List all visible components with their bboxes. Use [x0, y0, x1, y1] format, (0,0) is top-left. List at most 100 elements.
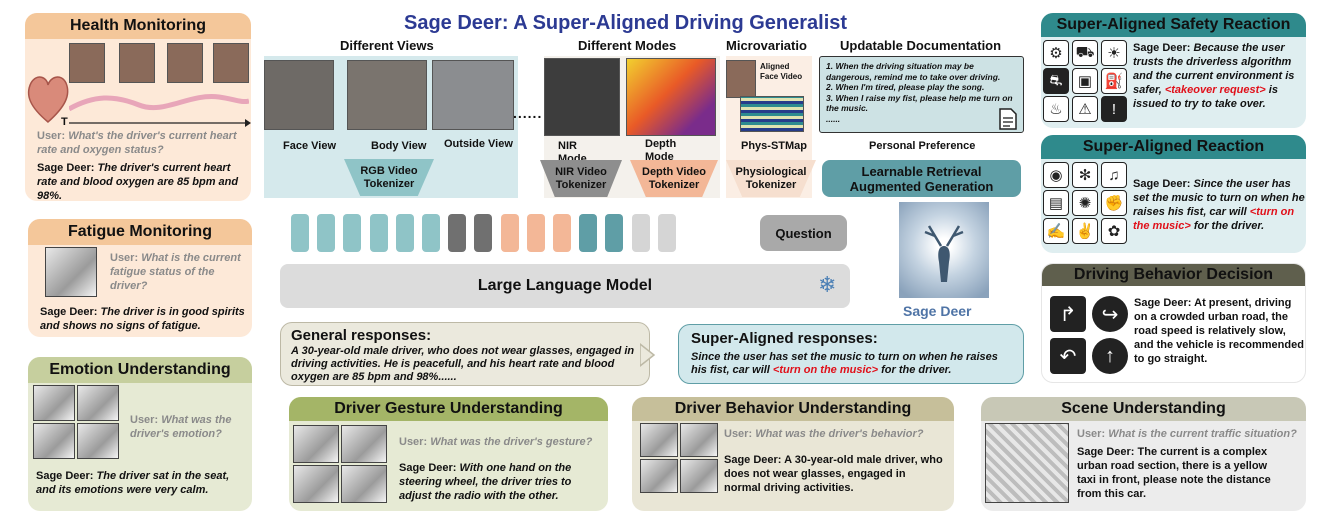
reaction-sun-icon: ✺ — [1072, 190, 1098, 216]
token-6 — [422, 214, 440, 252]
behavior-understanding-card: Driver Behavior Understanding User: What… — [632, 397, 954, 511]
llm-label: Large Language Model — [477, 277, 653, 294]
token-7 — [448, 214, 466, 252]
physiological-tokenizer: Physiological Tokenizer — [726, 160, 816, 197]
face-view-image — [264, 60, 334, 130]
general-responses-box: General responses: A 30-year-old male dr… — [280, 322, 650, 386]
question-token: Question — [760, 215, 847, 251]
behavior-sketch-4 — [680, 459, 718, 493]
scene-question: User: What is the current traffic situat… — [1077, 428, 1297, 440]
general-responses-text: A 30-year-old male driver, who does not … — [291, 345, 635, 383]
health-monitoring-card: Health Monitoring T User: What's the dri… — [25, 13, 251, 201]
token-14 — [632, 214, 650, 252]
page-title: Sage Deer: A Super-Aligned Driving Gener… — [404, 12, 848, 34]
super-aligned-responses-title: Super-Aligned responses: — [691, 330, 878, 347]
super-aligned-responses-box: Super-Aligned responses: Since the user … — [678, 324, 1024, 384]
gesture-sketch-3 — [293, 465, 339, 503]
token-10 — [527, 214, 545, 252]
safety-reaction-title: Super-Aligned Safety Reaction — [1041, 13, 1306, 37]
face-frame-4 — [213, 43, 249, 83]
reaction-disc-icon: ◉ — [1043, 162, 1069, 188]
sage-deer-label: Sage Deer — [903, 303, 972, 319]
nir-video-tokenizer: NIR Video Tokenizer — [540, 160, 622, 197]
gesture-sketch-2 — [341, 425, 387, 463]
reaction-screen-icon: ▤ — [1043, 190, 1069, 216]
document-icon — [999, 108, 1017, 130]
outside-view-label: Outside View — [444, 138, 513, 150]
snowflake-icon: ❄ — [818, 272, 837, 297]
reaction-gesture-icon: ✌ — [1072, 218, 1098, 244]
reaction-icon-grid: ◉✻♫▤✺✊✍✌✿ — [1043, 162, 1131, 248]
depth-mode-image — [626, 58, 716, 136]
emotion-understanding-title: Emotion Understanding — [28, 357, 252, 383]
straight-arrow-icon: ↑ — [1092, 338, 1128, 374]
curve-arrow-icon: ↪ — [1092, 296, 1128, 332]
behavior-question: User: What was the driver's behavior? — [724, 428, 924, 440]
doc-line-4: ...... — [826, 113, 841, 124]
behavior-sketch-3 — [640, 459, 678, 493]
behavior-sketch-1 — [640, 423, 678, 457]
safety-lamp-icon: ☀ — [1101, 40, 1127, 66]
personal-preference-label: Personal Preference — [869, 140, 976, 152]
reaction-fan-icon: ✻ — [1072, 162, 1098, 188]
sage-deer-image — [899, 202, 989, 298]
depth-video-tokenizer: Depth Video Tokenizer — [630, 160, 718, 197]
fatigue-driver-sketch — [45, 247, 97, 297]
phys-stmap-image — [740, 96, 804, 132]
token-13 — [605, 214, 623, 252]
emotion-question: User: What was the driver's emotion? — [130, 414, 232, 440]
behavior-answer: Sage Deer: A 30-year-old male driver, wh… — [724, 454, 943, 494]
scene-understanding-title: Scene Understanding — [981, 397, 1306, 421]
token-4 — [370, 214, 388, 252]
rgb-video-tokenizer: RGB Video Tokenizer — [344, 159, 434, 196]
super-aligned-responses-text: Since the user has set the music to turn… — [691, 351, 998, 376]
health-answer: Sage Deer: The driver's current heart ra… — [37, 162, 239, 201]
decision-answer: Sage Deer: At present, driving on a crow… — [1134, 297, 1304, 365]
safety-fuel-icon: ⛽ — [1101, 68, 1127, 94]
reaction-music-icon: ♫ — [1101, 162, 1127, 188]
driving-decision-title: Driving Behavior Decision — [1042, 264, 1305, 286]
body-view-image — [347, 60, 427, 130]
general-bubble-tail — [640, 343, 656, 367]
health-question: User: What's the driver's current heart … — [37, 130, 237, 156]
doc-line-3: 3. When I raise my fist, please help me … — [826, 92, 1013, 114]
emotion-understanding-card: Emotion Understanding User: What was the… — [28, 357, 252, 511]
face-view-label: Face View — [283, 140, 336, 152]
large-language-model: Large Language Model — [280, 264, 850, 308]
super-aligned-reaction-card: Super-Aligned Reaction ◉✻♫▤✺✊✍✌✿ Sage De… — [1041, 135, 1306, 253]
face-frame-2 — [119, 43, 155, 83]
token-3 — [343, 214, 361, 252]
token-9 — [501, 214, 519, 252]
heart-rate-wave — [69, 94, 249, 112]
token-1 — [291, 214, 309, 252]
different-views-header: Different Views — [340, 38, 434, 53]
behavior-sketch-2 — [680, 423, 718, 457]
driving-decision-card: Driving Behavior Decision ↱ ↪ ↶ ↑ Sage D… — [1041, 263, 1306, 383]
safety-dashboard-icon: ▣ — [1072, 68, 1098, 94]
gesture-understanding-title: Driver Gesture Understanding — [289, 397, 608, 421]
time-axis-arrow — [69, 119, 251, 127]
token-15 — [658, 214, 676, 252]
token-8 — [474, 214, 492, 252]
safety-warning-light-icon: ♨ — [1043, 96, 1069, 122]
scene-answer: Sage Deer: The current is a complex urba… — [1077, 446, 1271, 500]
microvariation-header: Microvariatio — [726, 38, 807, 53]
fatigue-question: User: What is the current fatigue status… — [110, 252, 241, 292]
emotion-sketch-1 — [33, 385, 75, 421]
gesture-question: User: What was the driver's gesture? — [399, 436, 593, 448]
u-turn-icon: ↶ — [1050, 338, 1086, 374]
gesture-understanding-card: Driver Gesture Understanding User: What … — [289, 397, 608, 511]
heart-icon — [27, 76, 69, 123]
safety-steering-icon: ⚙ — [1043, 40, 1069, 66]
time-axis-label: T — [61, 116, 68, 128]
doc-line-2: 2. When I'm tired, please play the song. — [826, 82, 985, 92]
doc-line-1: 1. When the driving situation may be dan… — [826, 61, 1001, 82]
safety-alert-icon: ! — [1101, 96, 1127, 122]
safety-car-skid-icon: ⛐ — [1043, 68, 1069, 94]
fatigue-answer: Sage Deer: The driver is in good spirits… — [40, 306, 245, 332]
rag-module: Learnable Retrieval Augmented Generation — [822, 160, 1021, 197]
body-view-label: Body View — [371, 140, 427, 152]
gesture-sketch-4 — [341, 465, 387, 503]
super-aligned-reaction-title: Super-Aligned Reaction — [1041, 135, 1306, 159]
deer-icon — [924, 225, 964, 282]
